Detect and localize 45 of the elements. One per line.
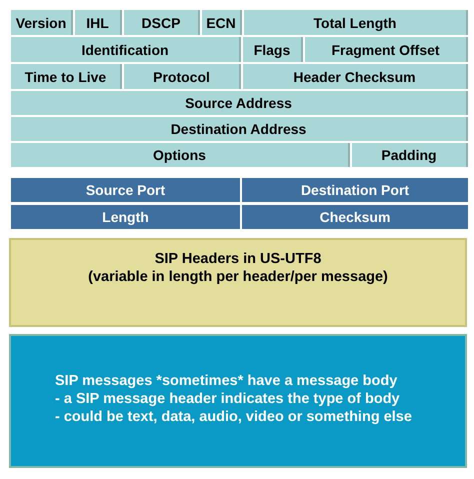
header-field: [305, 37, 468, 62]
header-field: [11, 10, 73, 35]
header-field: [243, 37, 303, 62]
field-label: Destination Port: [300, 182, 410, 198]
field-label: Flags: [254, 42, 290, 58]
header-field: [202, 10, 242, 35]
field-label: Time to Live: [24, 68, 106, 84]
message-body-panel: [9, 334, 467, 468]
field-label: ECN: [206, 14, 236, 30]
field-label: Fragment Offset: [331, 42, 440, 58]
header-field: [352, 143, 468, 167]
header-field: [242, 205, 468, 229]
field-label: Total Length: [314, 14, 396, 30]
panel-text: SIP Headers in US-UTF8: [154, 250, 322, 268]
header-field: [11, 117, 468, 141]
field-label: Version: [16, 14, 66, 30]
field-label: Options: [153, 147, 206, 163]
header-field: [75, 10, 122, 35]
panel-text: - a SIP message header indicates the type of body: [55, 390, 400, 408]
field-label: Protocol: [153, 68, 210, 84]
field-label: Checksum: [320, 209, 390, 225]
panel-text: (variable in length per header/per message): [88, 268, 388, 286]
field-label: Source Port: [86, 182, 166, 198]
header-field: [11, 64, 122, 89]
field-label: Destination Address: [170, 121, 306, 137]
header-field: [11, 178, 240, 202]
header-field: [11, 143, 350, 167]
field-label: Source Address: [185, 95, 292, 111]
header-field: [244, 10, 468, 35]
panel-text: - could be text, data, audio, video or something else: [55, 408, 412, 426]
header-field: [243, 64, 468, 89]
header-panel: [9, 238, 467, 327]
field-label: Header Checksum: [293, 68, 416, 84]
header-field: [242, 178, 468, 202]
field-label: DSCP: [142, 14, 180, 30]
header-field: [11, 37, 241, 62]
header-field: [11, 205, 240, 229]
field-label: IHL: [86, 14, 109, 30]
header-field: [124, 64, 241, 89]
field-label: Length: [102, 209, 149, 225]
header-field: [11, 91, 468, 115]
header-field: [124, 10, 200, 35]
panel-text: SIP messages *sometimes* have a message body: [55, 372, 398, 390]
field-label: Padding: [381, 147, 437, 163]
field-label: Identification: [81, 42, 169, 58]
